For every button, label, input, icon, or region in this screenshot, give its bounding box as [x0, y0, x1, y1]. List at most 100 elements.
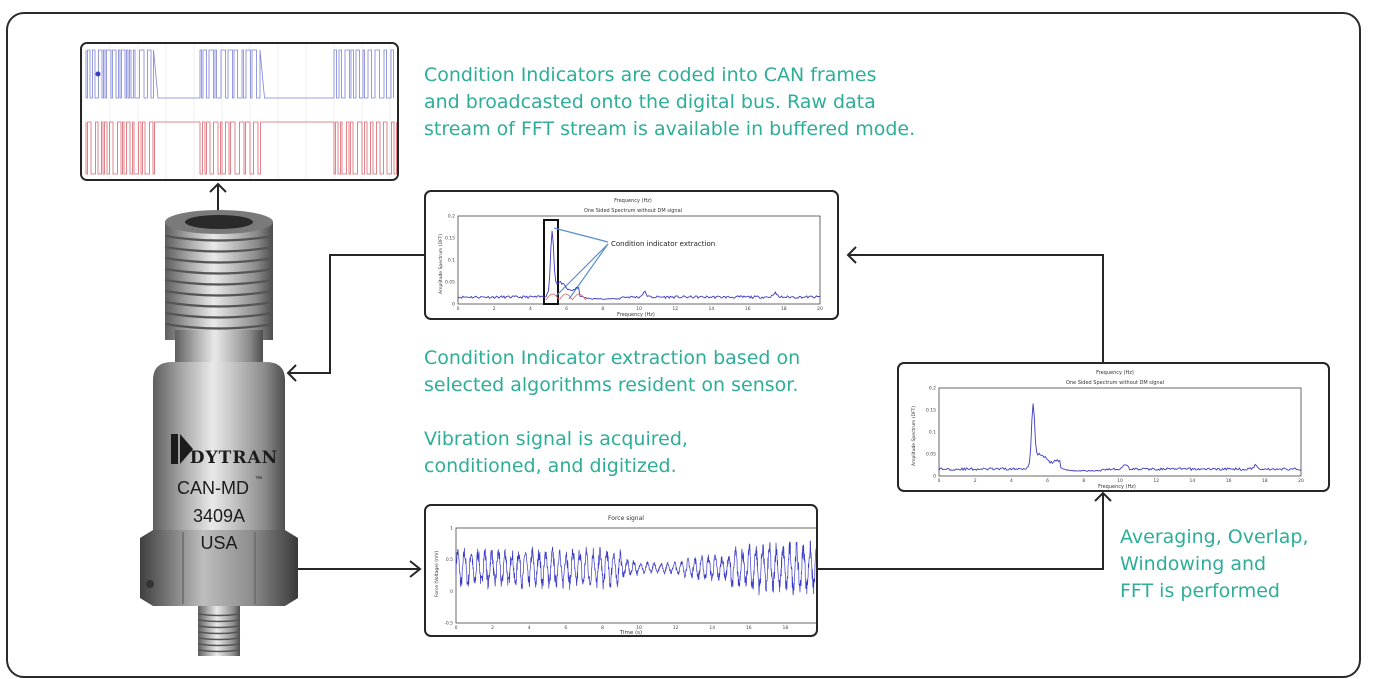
arrow-force-to-spectrum: [818, 493, 1104, 570]
y-tick-label: 0: [450, 589, 453, 595]
y-tick-label: 0.15: [926, 408, 936, 414]
y-axis-label: Amplitude Spectrum (DFT): [911, 406, 917, 466]
x-tick-label: 4: [1010, 478, 1013, 484]
x-tick-label: 6: [1046, 478, 1049, 484]
force-signal-plot: Force signal Force (Voltage) (mV) Time (…: [434, 515, 816, 636]
y-tick-label: 1: [450, 526, 453, 532]
x-tick-label: 10: [636, 306, 642, 312]
x-tick-label: 8: [601, 306, 604, 312]
annotation-leader-2: [568, 243, 609, 300]
x-tick-label: 12: [672, 306, 678, 312]
x-tick-label: 20: [1298, 478, 1304, 484]
x-tick-label: 0: [938, 478, 941, 484]
can-high-line: [85, 49, 394, 99]
annotation-leader-1: [553, 227, 609, 243]
spectrum-title: One Sided Spectrum without DM signal: [584, 208, 682, 214]
cursor-dot: [95, 71, 101, 77]
x-tick-label: 10: [636, 625, 642, 631]
x-tick-label: 16: [746, 625, 752, 631]
can-low-line: [85, 121, 397, 175]
x-tick-label: 8: [601, 625, 604, 631]
x-tick-label: 4: [528, 625, 531, 631]
y-tick-label: 0.15: [445, 236, 455, 242]
arrowhead-sensor: [286, 364, 297, 382]
x-tick-label: 12: [673, 625, 679, 631]
x-tick-labels: 0 2 4 6 8 10 12 14 16 18 20: [938, 478, 1304, 484]
extraction-spectrum-panel: Frequency (Hz) One Sided Spectrum withou…: [424, 190, 839, 320]
y-tick-label: -0.5: [444, 621, 453, 627]
force-signal-panel: Force signal Force (Voltage) (mV) Time (…: [424, 504, 818, 637]
x-tick-label: 16: [745, 306, 751, 312]
fft-spectrum-plot: Frequency (Hz) One Sided Spectrum withou…: [911, 370, 1304, 490]
force-trace: [455, 540, 816, 596]
caption-can-frames: Condition Indicators are coded into CAN …: [424, 64, 916, 140]
spectrum-top-label: Frequency (Hz): [614, 198, 652, 204]
annotation-text: Condition indicator extraction: [611, 240, 715, 248]
arrowhead-extraction: [846, 246, 857, 264]
y-tick-label: 0.1: [929, 430, 936, 436]
extraction-spectrum-plot: Frequency (Hz) One Sided Spectrum withou…: [438, 198, 823, 318]
arrow-spectrum-to-extraction: [848, 254, 1104, 362]
red-trace: [545, 293, 587, 301]
plot-area: [938, 387, 1302, 477]
x-tick-label: 14: [1190, 478, 1196, 484]
arrowhead-force: [409, 560, 422, 578]
x-tick-labels: 0 2 4 6 8 10 12 14 16 18 20: [457, 306, 823, 312]
y-axis-label: Amplitude Spectrum (DFT): [438, 234, 444, 294]
y-tick-label: 0.2: [929, 386, 936, 392]
plot-area: [455, 527, 816, 624]
x-tick-label: 6: [565, 306, 568, 312]
spectrum-trace: [938, 403, 1302, 472]
arrowhead-can: [209, 182, 227, 193]
y-tick-label: 0: [933, 474, 936, 480]
x-tick-label: 0: [457, 306, 460, 312]
diagram-frame: [6, 12, 1361, 678]
x-tick-label: 4: [529, 306, 532, 312]
caption-averaging: Averaging, Overlap, Windowing and FFT is…: [1120, 526, 1309, 602]
caption-vibration: Vibration signal is acquired, conditione…: [424, 428, 688, 477]
x-tick-label: 18: [1262, 478, 1268, 484]
x-tick-label: 16: [1226, 478, 1232, 484]
x-tick-label: 2: [974, 478, 977, 484]
x-tick-label: 0: [455, 625, 458, 631]
x-tick-label: 10: [1117, 478, 1123, 484]
can-bus-signal: [82, 44, 397, 179]
arrow-extraction-to-sensor: [288, 254, 424, 374]
annotation-leader-3: [555, 243, 609, 297]
x-tick-label: 18: [781, 306, 787, 312]
x-tick-label: 14: [709, 625, 715, 631]
plot-area: [457, 215, 821, 305]
x-tick-label: 14: [709, 306, 715, 312]
x-tick-label: 8: [1082, 478, 1085, 484]
y-tick-label: 0.05: [926, 452, 936, 458]
x-tick-label: 12: [1153, 478, 1159, 484]
fft-spectrum-panel: Frequency (Hz) One Sided Spectrum withou…: [897, 362, 1330, 492]
y-tick-label: 0.05: [445, 280, 455, 286]
spectrum-trace: [457, 230, 821, 300]
x-tick-label: 20: [817, 306, 823, 312]
force-title: Force signal: [608, 515, 644, 522]
y-tick-label: 0.2: [448, 214, 455, 220]
x-tick-label: 2: [493, 306, 496, 312]
x-axis-label: Time (s): [619, 630, 642, 636]
x-tick-label: 6: [564, 625, 567, 631]
spectrum-title: One Sided Spectrum without DM signal: [1066, 380, 1164, 386]
y-tick-labels: 1 0.5 0 -0.5: [444, 526, 453, 627]
y-tick-labels: 0.2 0.15 0.1 0.05 0: [445, 214, 455, 308]
x-tick-label: 18: [783, 625, 789, 631]
y-tick-labels: 0.2 0.15 0.1 0.05 0: [926, 386, 936, 480]
y-tick-label: 0.5: [446, 557, 453, 563]
y-tick-label: 0: [452, 302, 455, 308]
y-axis-label: Force (Voltage) (mV): [434, 551, 440, 598]
indicator-box: [543, 219, 559, 305]
y-tick-label: 0.1: [448, 258, 455, 264]
arrowhead-spectrum: [1094, 491, 1112, 502]
x-axis-label: Frequency (Hz): [1098, 484, 1136, 490]
x-axis-label: Frequency (Hz): [617, 312, 655, 318]
x-tick-label: 2: [491, 625, 494, 631]
spectrum-top-label: Frequency (Hz): [1096, 370, 1134, 376]
caption-extraction: Condition Indicator extraction based on …: [424, 347, 801, 396]
can-frames-panel: [80, 42, 399, 181]
